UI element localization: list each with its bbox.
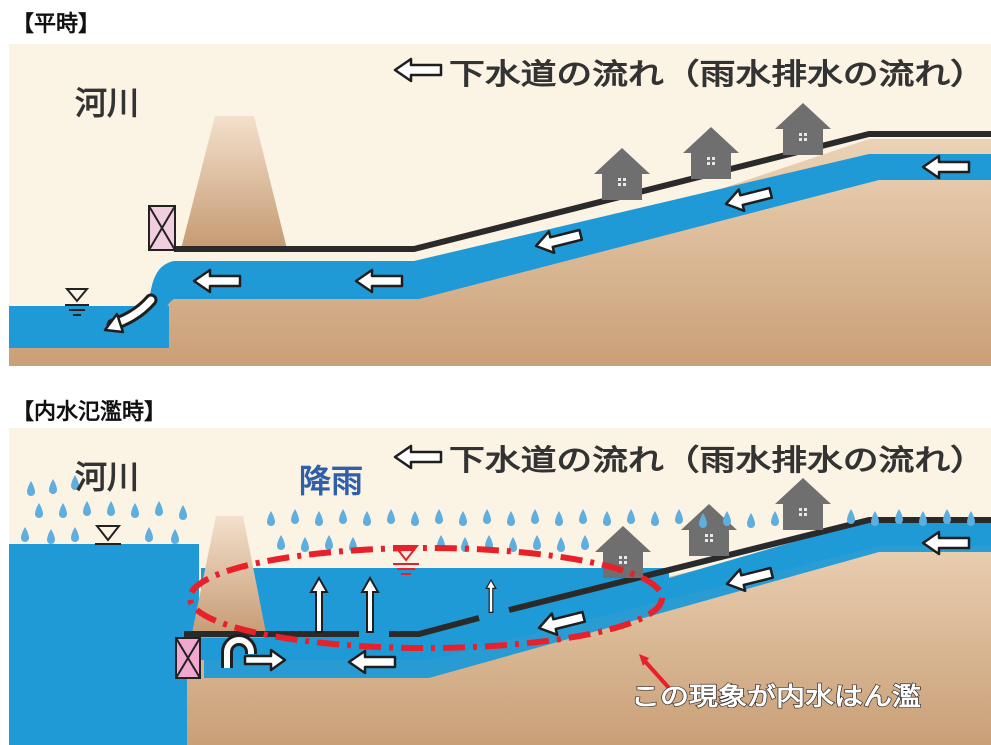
sewer-water: [204, 532, 991, 678]
callout-label: この現象が内水はん濫: [631, 682, 921, 711]
u-turn-arrow-icon: [221, 634, 287, 672]
levee: [191, 516, 267, 638]
flow-legend-label: 下水道の流れ（雨水排水の流れ）: [449, 57, 986, 91]
heading-flood: 【内水氾濫時】: [12, 400, 167, 425]
callout-pointer: [640, 656, 671, 690]
flood-area-highlight: [187, 545, 665, 651]
sluice-gate-icon: [175, 637, 201, 679]
rain-label: 降雨: [299, 462, 363, 500]
sewer-water: [147, 154, 991, 346]
diagram-normal: 河川 下水道の流れ（雨水排水の流れ）: [9, 44, 991, 366]
river-water: [9, 544, 199, 745]
diagram-flood: 河川 降雨 下水道の流れ（雨水排水の流れ） この現象が内水はん濫: [9, 428, 991, 745]
levee: [181, 116, 287, 249]
water-level-icon: [94, 525, 122, 545]
water-level-icon: [64, 288, 90, 316]
heading-normal: 【平時】: [12, 12, 101, 37]
curved-outflow-arrow-icon: [103, 293, 158, 334]
river-label: 河川: [75, 84, 139, 122]
flow-legend-label: 下水道の流れ（雨水排水の流れ）: [449, 443, 986, 477]
sluice-gate-icon: [148, 205, 176, 251]
river-label: 河川: [75, 458, 139, 496]
